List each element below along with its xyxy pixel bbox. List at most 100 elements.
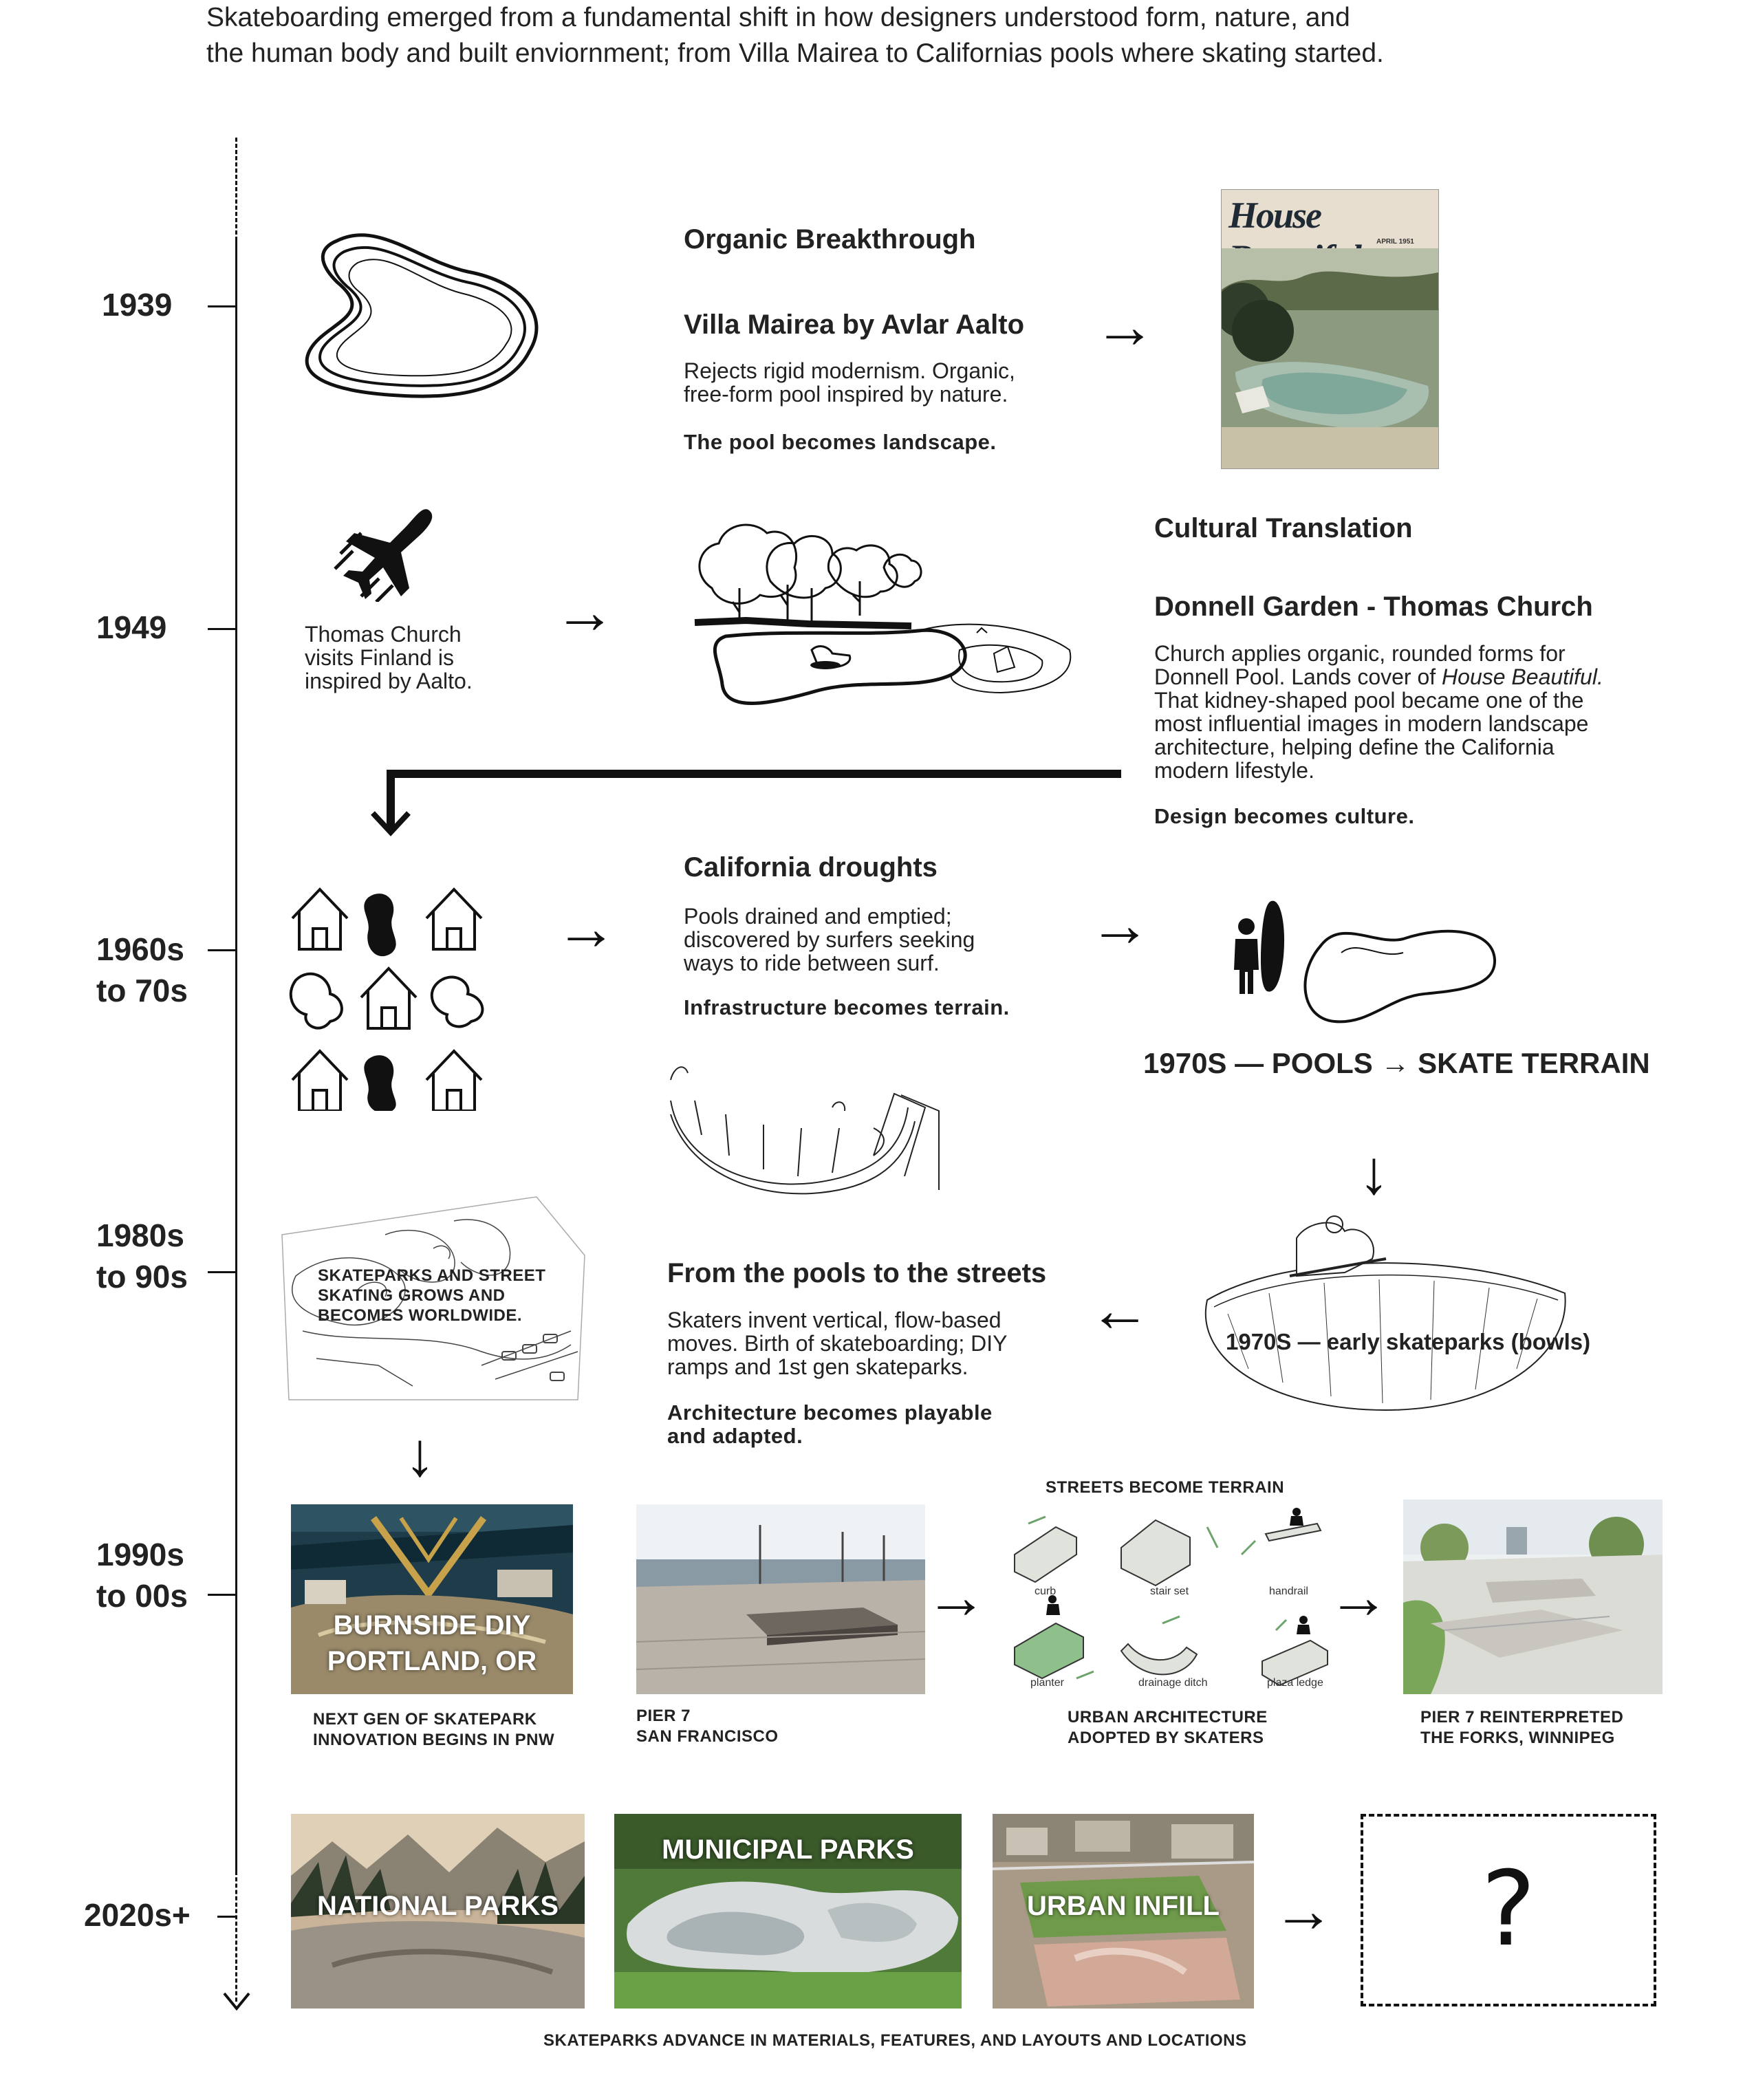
urban-architecture-caption-1: URBAN ARCHITECTURE xyxy=(1068,1707,1268,1728)
year-1990: 1990s to 00s xyxy=(96,1534,188,1616)
arrow-down-1970: ↓ xyxy=(1358,1142,1389,1204)
arrow-right-2020: → xyxy=(1273,1880,1334,1942)
tick-1980 xyxy=(208,1271,235,1273)
donnell-body-3: That kidney-shaped pool became one of th… xyxy=(1154,689,1603,712)
pools-to-streets-heading: From the pools to the streets xyxy=(667,1255,1046,1291)
surfer-pool-icon xyxy=(1231,898,1499,1025)
planter-label: planter xyxy=(1030,1677,1064,1689)
tick-2020 xyxy=(217,1916,235,1918)
urban-infill-label: URBAN INFILL xyxy=(993,1891,1254,1922)
design-culture-statement: Design becomes culture. xyxy=(1154,805,1414,828)
forks-winnipeg-photo xyxy=(1403,1500,1663,1694)
airplane-icon xyxy=(334,506,437,602)
streets-terrain-title: STREETS BECOME TERRAIN xyxy=(1046,1477,1284,1498)
vert-ramp-sketch xyxy=(667,1059,946,1207)
tick-1949 xyxy=(208,628,235,630)
street-features-icons xyxy=(1008,1506,1331,1692)
tick-1939 xyxy=(208,305,235,307)
pier7-caption: PIER 7 SAN FRANCISCO xyxy=(636,1706,779,1747)
municipal-parks-label: MUNICIPAL PARKS xyxy=(614,1834,962,1865)
church-visits-2: visits Finland is xyxy=(305,646,473,669)
forks-caption: PIER 7 REINTERPRETED THE FORKS, WINNIPEG xyxy=(1420,1707,1623,1749)
early-skateparks-label: 1970S — early skateparks (bowls) xyxy=(1226,1324,1590,1360)
year-1939: 1939 xyxy=(102,284,172,325)
skateparks-advance-caption: SKATEPARKS ADVANCE IN MATERIALS, FEATURE… xyxy=(543,2031,1246,2051)
year-1990-line1: 1990s xyxy=(96,1534,188,1575)
arrow-right-1990-b: → xyxy=(1328,1566,1389,1628)
worldwide-label: SKATEPARKS AND STREET SKATING GROWS AND … xyxy=(318,1266,545,1325)
timeline-top-dash xyxy=(235,138,237,241)
pools-to-streets-body-3: ramps and 1st gen skateparks. xyxy=(667,1355,1007,1378)
year-1980-line1: 1980s xyxy=(96,1215,188,1256)
forks-winnipeg-photo-image xyxy=(1403,1500,1663,1694)
intro-line-1: Skateboarding emerged from a fundamental… xyxy=(206,0,1616,36)
intro-line-2: the human body and built enviornment; fr… xyxy=(206,36,1616,72)
future-placeholder: ? xyxy=(1361,1814,1656,2006)
donnell-body-4: most influential images in modern landsc… xyxy=(1154,712,1603,735)
arrow-right-1960-a: → xyxy=(555,898,617,960)
droughts-body-1: Pools drained and emptied; xyxy=(684,905,975,928)
year-2020: 2020s+ xyxy=(84,1894,191,1936)
architecture-playable-1: Architecture becomes playable xyxy=(667,1401,993,1425)
pier7-caption-1: PIER 7 xyxy=(636,1706,779,1726)
intro-text: Skateboarding emerged from a fundamental… xyxy=(206,0,1616,72)
burnside-label-1: BURNSIDE DIY xyxy=(291,1608,573,1643)
year-1960-line2: to 70s xyxy=(96,970,188,1011)
pier7-photo-image xyxy=(636,1504,925,1694)
arrow-down-1980: ↓ xyxy=(404,1424,435,1486)
stair-set-label: stair set xyxy=(1150,1585,1189,1598)
villa-mairea-body-2: free-form pool inspired by nature. xyxy=(684,382,1015,406)
urban-infill-photo: URBAN INFILL xyxy=(993,1814,1254,2009)
forks-caption-1: PIER 7 REINTERPRETED xyxy=(1420,1707,1623,1728)
arrow-right-1949: → xyxy=(554,581,616,643)
donnell-garden-sketch xyxy=(684,512,1076,722)
pools-to-streets-body-1: Skaters invent vertical, flow-based xyxy=(667,1308,1007,1332)
organic-breakthrough-heading: Organic Breakthrough xyxy=(684,221,976,257)
pier7-photo xyxy=(636,1504,925,1694)
handrail-label: handrail xyxy=(1269,1585,1308,1598)
connector-arrow-icon xyxy=(365,764,1125,839)
donnell-garden-body: Church applies organic, rounded forms fo… xyxy=(1154,642,1603,782)
urban-architecture-caption: URBAN ARCHITECTURE ADOPTED BY SKATERS xyxy=(1068,1707,1268,1749)
year-1980: 1980s to 90s xyxy=(96,1215,188,1297)
pools-to-streets-body: Skaters invent vertical, flow-based move… xyxy=(667,1308,1007,1378)
pools-to-streets-body-2: moves. Birth of skateboarding; DIY xyxy=(667,1332,1007,1355)
worldwide-label-3: BECOMES WORLDWIDE. xyxy=(318,1306,545,1325)
burnside-caption-1: NEXT GEN OF SKATEPARK xyxy=(313,1709,554,1730)
forks-caption-2: THE FORKS, WINNIPEG xyxy=(1420,1728,1623,1749)
municipal-parks-photo: MUNICIPAL PARKS xyxy=(614,1814,962,2009)
national-parks-photo: NATIONAL PARKS xyxy=(291,1814,585,2009)
droughts-body-2: discovered by surfers seeking xyxy=(684,928,975,951)
donnell-garden-heading: Donnell Garden - Thomas Church xyxy=(1154,589,1593,625)
cultural-translation-heading: Cultural Translation xyxy=(1154,510,1413,546)
donnell-body-1: Church applies organic, rounded forms fo… xyxy=(1154,642,1603,665)
worldwide-label-2: SKATING GROWS AND xyxy=(318,1286,545,1306)
architecture-playable-2: and adapted. xyxy=(667,1425,993,1448)
arrow-left-1980: ← xyxy=(1089,1279,1151,1341)
magazine-photo xyxy=(1222,248,1438,468)
burnside-label: BURNSIDE DIY PORTLAND, OR xyxy=(291,1608,573,1679)
burnside-label-2: PORTLAND, OR xyxy=(291,1643,573,1679)
california-droughts-heading: California droughts xyxy=(684,849,938,885)
infrastructure-terrain-statement: Infrastructure becomes terrain. xyxy=(684,996,1010,1019)
droughts-body-3: ways to ride between surf. xyxy=(684,951,975,975)
donnell-body-2: Donnell Pool. Lands cover of House Beaut… xyxy=(1154,665,1603,689)
curb-label: curb xyxy=(1035,1585,1056,1598)
aalto-pool-icon xyxy=(296,220,550,413)
donnell-body-2b: House Beautiful. xyxy=(1442,664,1603,689)
national-parks-label: NATIONAL PARKS xyxy=(291,1891,585,1922)
church-visits-1: Thomas Church xyxy=(305,623,473,646)
urban-architecture-caption-2: ADOPTED BY SKATERS xyxy=(1068,1728,1268,1749)
tick-1960 xyxy=(208,949,235,951)
arrow-right-1939: → xyxy=(1094,296,1156,358)
question-mark: ? xyxy=(1363,1851,1654,1968)
year-1960-line1: 1960s xyxy=(96,929,188,970)
arrow-right-1960-b: → xyxy=(1089,894,1151,956)
church-visits-text: Thomas Church visits Finland is inspired… xyxy=(305,623,473,693)
year-1980-line2: to 90s xyxy=(96,1256,188,1297)
early-skatepark-bowl-sketch xyxy=(1187,1211,1572,1424)
houses-pools-grid-icon xyxy=(289,884,495,1111)
pool-landscape-statement: The pool becomes landscape. xyxy=(684,431,997,454)
tick-1990 xyxy=(208,1594,235,1596)
timeline-line xyxy=(235,241,237,1871)
